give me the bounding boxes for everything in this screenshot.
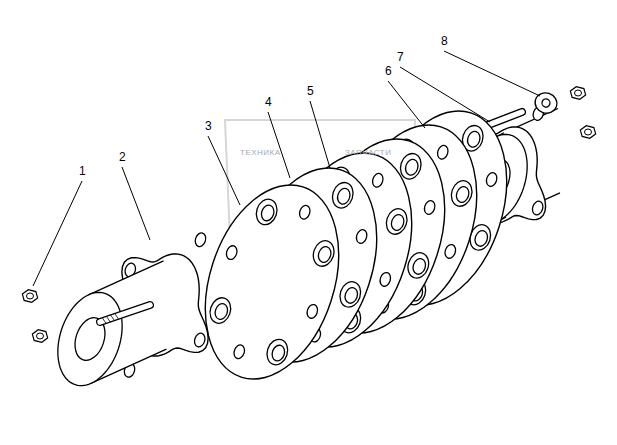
leader-line bbox=[33, 181, 82, 286]
bolt-hole bbox=[423, 199, 437, 215]
callout-number: 5 bbox=[306, 85, 315, 98]
bolt-hole bbox=[194, 231, 208, 247]
hex-nut bbox=[32, 330, 47, 343]
bushing-bore bbox=[343, 286, 359, 305]
hex-nut bbox=[580, 126, 595, 139]
stud-thread bbox=[115, 313, 119, 319]
leader-line bbox=[208, 136, 240, 205]
bolt-hole bbox=[298, 204, 312, 220]
bolt-hole bbox=[531, 200, 545, 216]
bushing-bore bbox=[270, 344, 286, 363]
stud-thread bbox=[106, 316, 110, 322]
hex-nut-bore bbox=[575, 90, 582, 96]
bushing-bore bbox=[213, 302, 229, 321]
callout-number: 7 bbox=[396, 51, 405, 64]
washer-bore bbox=[541, 98, 551, 108]
bolt-hole bbox=[225, 244, 239, 260]
leader-line bbox=[268, 112, 290, 178]
bushing-bore bbox=[466, 130, 482, 149]
stud-body bbox=[100, 305, 150, 322]
flex-disc bbox=[182, 168, 362, 397]
callout-number: 3 bbox=[204, 120, 213, 133]
callout-number: 8 bbox=[440, 35, 449, 48]
leader-line bbox=[122, 167, 150, 240]
bushing-bore bbox=[411, 257, 427, 276]
bushing bbox=[405, 250, 432, 281]
leader-lines bbox=[33, 51, 540, 286]
watermark-text: ТЕХНИКА bbox=[240, 148, 281, 157]
stud-thread bbox=[111, 315, 115, 321]
bushing bbox=[253, 196, 280, 227]
bushing-bore bbox=[316, 245, 332, 264]
stud bbox=[100, 305, 150, 322]
left-hub-face bbox=[58, 292, 122, 385]
hex-nut bbox=[570, 87, 585, 100]
bushing-bore bbox=[473, 229, 489, 248]
callout-number: 6 bbox=[384, 65, 393, 78]
leader-line bbox=[388, 81, 425, 128]
bolt-hole bbox=[436, 144, 450, 160]
callout-number: 2 bbox=[118, 151, 127, 164]
callout-number: 1 bbox=[78, 165, 87, 178]
bolt-hole bbox=[485, 171, 499, 187]
bushing bbox=[264, 337, 291, 368]
bolt-hole bbox=[193, 332, 207, 348]
bushing bbox=[448, 178, 475, 209]
bolt-hole bbox=[355, 228, 369, 244]
leader-line bbox=[400, 67, 490, 122]
hex-nut-bore bbox=[37, 333, 44, 339]
bushing bbox=[329, 180, 356, 211]
bolt-hole bbox=[232, 344, 246, 360]
leader-line bbox=[310, 101, 330, 168]
leader-line bbox=[444, 51, 540, 96]
bushing bbox=[207, 295, 234, 326]
bolt-hole bbox=[305, 303, 319, 319]
hex-nut-bore bbox=[585, 129, 592, 135]
bushing bbox=[337, 279, 364, 310]
stud-thread bbox=[102, 318, 106, 324]
bushing-bore bbox=[389, 213, 405, 232]
bushing-bore bbox=[336, 187, 352, 206]
exploded-coupling bbox=[22, 51, 595, 396]
bushing bbox=[383, 206, 410, 237]
bolt-hole bbox=[371, 172, 385, 188]
bushing-bore bbox=[454, 185, 470, 204]
bushing bbox=[310, 238, 337, 269]
watermark-text: ЗАПЧАСТИ bbox=[345, 148, 391, 157]
hex-nut-bore bbox=[27, 293, 34, 299]
bushing-bore bbox=[259, 203, 275, 222]
hex-nut bbox=[22, 290, 37, 303]
bolt-hole bbox=[378, 271, 392, 287]
bushing-bore bbox=[404, 158, 420, 177]
bolt-hole bbox=[443, 243, 457, 259]
callout-number: 4 bbox=[264, 96, 273, 109]
